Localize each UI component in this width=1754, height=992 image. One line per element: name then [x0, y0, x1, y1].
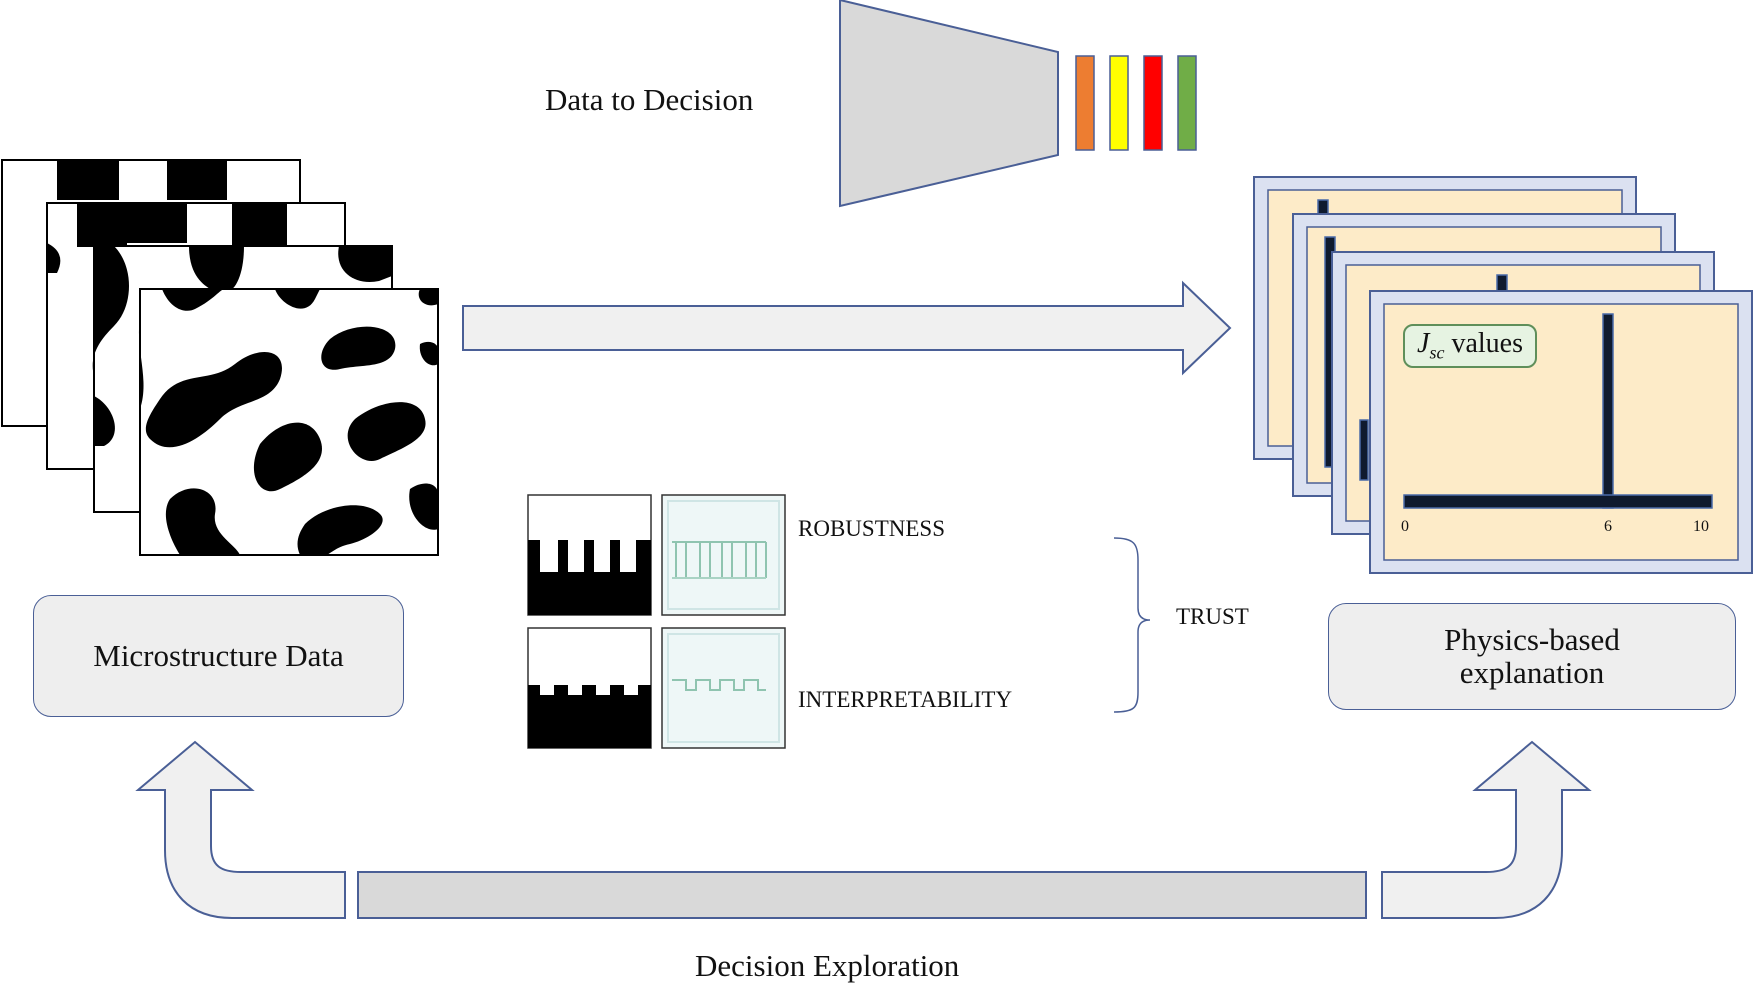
jsc-bar-baseline — [1403, 494, 1713, 509]
robustness-saliency-thumb — [661, 494, 786, 616]
physics-explanation-panel: Physics-based explanation — [1328, 603, 1736, 710]
decision-output-bar-3 — [1143, 55, 1163, 151]
data-to-decision-arrow — [462, 280, 1232, 376]
trust-brace — [1113, 537, 1151, 713]
microstructure-data-panel: Microstructure Data — [33, 595, 404, 717]
jsc-word: values — [1451, 328, 1523, 359]
jsc-subscript: sc — [1429, 342, 1445, 363]
interpretability-microstructure-thumb — [527, 627, 652, 749]
jsc-symbol: J — [1417, 328, 1430, 359]
tick-label-6: 6 — [1604, 518, 1612, 535]
output-cards — [1253, 176, 1753, 574]
decision-output-bar-4 — [1177, 55, 1197, 151]
microstructure-data-label: Microstructure Data — [93, 637, 344, 673]
physics-label-line2: explanation — [1459, 654, 1605, 690]
jsc-bar-vertical — [1602, 313, 1614, 509]
interpretability-saliency-thumb — [661, 627, 786, 749]
physics-explanation-label: Physics-based explanation — [1444, 621, 1620, 690]
jsc-values-badge: Jsc values — [1403, 324, 1537, 368]
decision-output-bar-2 — [1109, 55, 1129, 151]
decision-exploration-loop — [135, 740, 1592, 919]
decision-output-bars — [1075, 55, 1197, 151]
interpretability-label: INTERPRETABILITY — [798, 687, 1013, 712]
loop-bar-middle — [357, 871, 1367, 919]
tick-label-0: 0 — [1401, 518, 1409, 535]
loop-arrow-left — [135, 740, 346, 919]
bottom-title: Decision Exploration — [695, 948, 960, 983]
microstructure-stack — [1, 159, 439, 556]
loop-arrow-right — [1381, 740, 1592, 919]
decision-funnel — [839, 0, 1059, 208]
decision-output-bar-1 — [1075, 55, 1095, 151]
robustness-label: ROBUSTNESS — [798, 516, 945, 541]
trust-label: TRUST — [1176, 604, 1249, 629]
microstructure-image-4 — [138, 288, 439, 556]
physics-label-line1: Physics-based — [1444, 621, 1620, 657]
robustness-microstructure-thumb — [527, 494, 652, 616]
tick-label-10: 10 — [1693, 518, 1709, 535]
top-title: Data to Decision — [545, 82, 754, 117]
